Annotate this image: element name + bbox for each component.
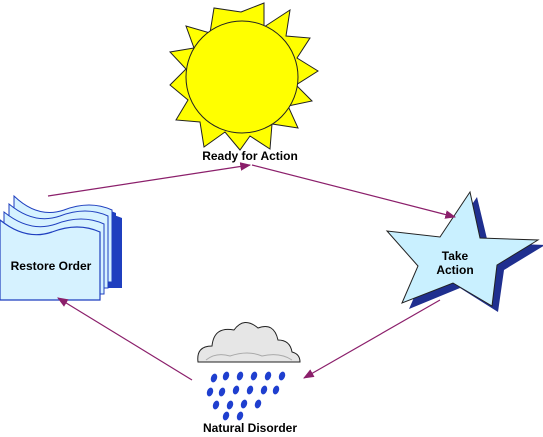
- label-ready-for-action: Ready for Action: [202, 149, 298, 163]
- arrow-take-to-disorder: [303, 299, 441, 379]
- star-icon: [385, 190, 543, 312]
- arrow-restore-to-ready: [47, 162, 252, 197]
- cycle-arrows: [47, 162, 457, 381]
- rain-cloud-icon: [197, 322, 301, 421]
- arrow-ready-to-take: [251, 164, 457, 219]
- label-natural-disorder: Natural Disorder: [202, 421, 298, 435]
- label-restore-order: Restore Order: [10, 259, 92, 273]
- sun-icon: [168, 2, 319, 151]
- label-take-action-line1: Take: [441, 249, 469, 263]
- documents-icon: [0, 194, 122, 301]
- label-take-action-line2: Action: [436, 263, 474, 277]
- label-take-action: Take Action: [420, 249, 490, 277]
- arrow-disorder-to-restore: [57, 297, 193, 381]
